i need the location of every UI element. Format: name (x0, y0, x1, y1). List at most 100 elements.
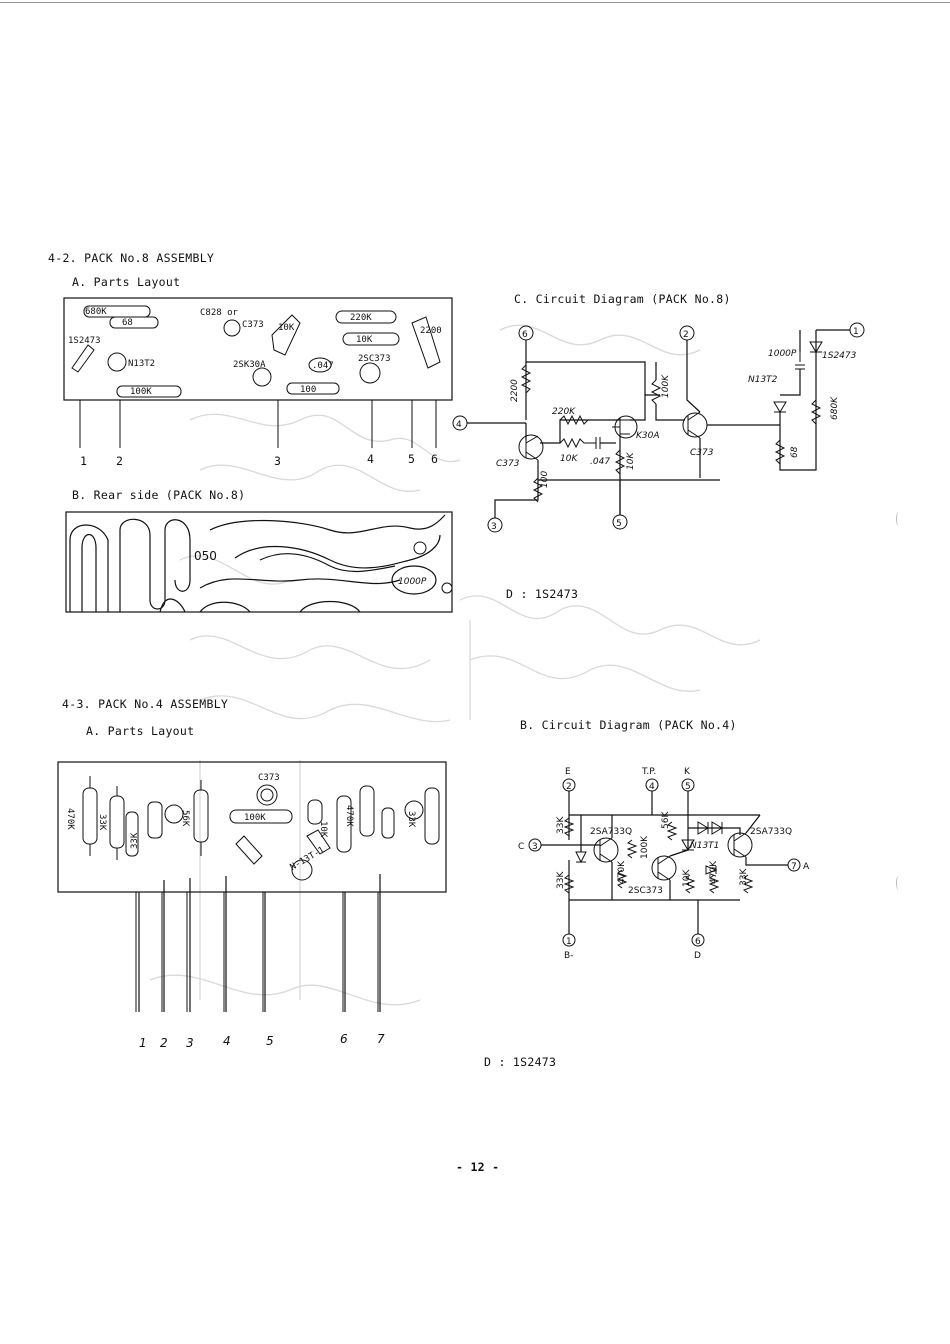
svg-text:100K: 100K (244, 813, 266, 823)
pack8-diode-note: D : 1S2473 (506, 587, 579, 601)
pack4-lead-1: 1 (139, 1036, 147, 1050)
svg-text:1: 1 (566, 937, 572, 947)
pack4-lead-7: 7 (377, 1032, 385, 1046)
svg-text:33K: 33K (739, 868, 749, 886)
svg-text:2SK30A: 2SK30A (233, 360, 266, 370)
svg-text:6: 6 (695, 937, 701, 947)
svg-text:.047: .047 (312, 361, 334, 371)
svg-text:1S2473: 1S2473 (68, 336, 101, 346)
svg-text:68: 68 (122, 318, 133, 328)
svg-text:470K: 470K (344, 805, 354, 827)
pack4-circuit-title: B. Circuit Diagram (PACK No.4) (520, 718, 737, 732)
pack8-lead-6: 6 (431, 452, 439, 466)
svg-text:10K: 10K (356, 335, 373, 345)
svg-text:E: E (565, 767, 571, 777)
svg-text:33K: 33K (556, 816, 566, 834)
svg-text:2SA733Q: 2SA733Q (590, 827, 632, 837)
svg-text:100K: 100K (661, 374, 671, 398)
svg-text:100: 100 (540, 471, 550, 488)
pack8-section-title: 4-2. PACK No.8 ASSEMBLY (48, 251, 215, 265)
svg-text:K30A: K30A (636, 431, 660, 441)
pack8-lead-3: 3 (274, 454, 282, 468)
svg-text:1000P: 1000P (768, 349, 797, 359)
svg-text:C373: C373 (242, 320, 264, 330)
svg-text:56K: 56K (180, 810, 190, 827)
svg-text:220K: 220K (552, 407, 576, 417)
svg-text:33K: 33K (130, 832, 140, 849)
svg-text:C373: C373 (258, 773, 280, 783)
svg-text:C: C (518, 842, 524, 852)
svg-text:680K: 680K (85, 307, 107, 317)
svg-text:C828 or: C828 or (200, 308, 239, 318)
svg-text:A: A (803, 862, 810, 872)
header-rule (0, 2, 950, 3)
svg-text:1S2473: 1S2473 (822, 351, 857, 361)
pack8-lead-4: 4 (367, 452, 375, 466)
svg-text:4: 4 (456, 420, 462, 430)
right-margin-mark (896, 512, 901, 526)
pack4-lead-6: 6 (340, 1032, 348, 1046)
svg-text:10K: 10K (560, 454, 578, 464)
svg-text:33K: 33K (97, 814, 107, 831)
svg-text:470K: 470K (617, 860, 627, 884)
svg-text:100: 100 (300, 385, 316, 395)
svg-text:B-: B- (564, 951, 573, 961)
svg-text:220K: 220K (350, 313, 372, 323)
pack4-lead-3: 3 (186, 1036, 194, 1050)
pack4-lead-5: 5 (266, 1034, 274, 1048)
page-number: - 12 - (456, 1160, 500, 1174)
pack4-diode-note: D : 1S2473 (484, 1055, 557, 1069)
svg-text:050: 050 (194, 549, 217, 563)
svg-text:33K: 33K (556, 871, 566, 889)
pack8-circuit-title: C. Circuit Diagram (PACK No.8) (514, 292, 731, 306)
svg-text:K: K (684, 767, 691, 777)
svg-text:2: 2 (683, 330, 689, 340)
pack8-lead-2: 2 (116, 454, 124, 468)
svg-text:4: 4 (649, 782, 655, 792)
svg-text:680K: 680K (830, 396, 840, 420)
svg-text:100K: 100K (640, 835, 650, 859)
svg-text:2200: 2200 (420, 326, 442, 336)
pack4-parts-layout-title: A. Parts Layout (86, 724, 195, 738)
svg-text:.047: .047 (590, 457, 610, 467)
svg-text:6: 6 (522, 330, 528, 340)
svg-text:5: 5 (616, 519, 622, 529)
svg-text:10K: 10K (278, 323, 295, 333)
svg-text:2SA733Q: 2SA733Q (750, 827, 792, 837)
svg-text:2: 2 (566, 782, 572, 792)
svg-text:1000P: 1000P (398, 577, 427, 587)
pack8-lead-1: 1 (80, 454, 88, 468)
pack4-section-title: 4-3. PACK No.4 ASSEMBLY (62, 697, 229, 711)
svg-text:56K: 56K (661, 811, 671, 829)
svg-text:2SC373: 2SC373 (628, 886, 663, 896)
pack8-lead-5: 5 (408, 452, 416, 466)
svg-text:5: 5 (685, 782, 691, 792)
svg-text:N13T1: N13T1 (690, 841, 719, 851)
svg-text:3: 3 (491, 522, 497, 532)
pack4-lead-4: 4 (223, 1034, 231, 1048)
svg-text:N13T2: N13T2 (128, 359, 155, 369)
pack8-rear-side-title: B. Rear side (PACK No.8) (72, 488, 246, 502)
svg-text:C373: C373 (496, 459, 520, 469)
svg-text:7: 7 (791, 862, 797, 872)
svg-text:D: D (694, 951, 701, 961)
svg-text:33K: 33K (406, 811, 416, 828)
right-margin-mark (896, 876, 901, 890)
svg-text:10K: 10K (682, 869, 692, 887)
svg-text:10K: 10K (318, 821, 328, 838)
svg-text:470K: 470K (65, 808, 75, 830)
svg-text:100K: 100K (130, 387, 152, 397)
svg-text:10K: 10K (626, 452, 636, 470)
svg-text:N13T2: N13T2 (748, 375, 778, 385)
pack8-parts-layout-title: A. Parts Layout (72, 275, 181, 289)
svg-text:3: 3 (532, 842, 538, 852)
svg-text:2200: 2200 (510, 379, 520, 402)
svg-text:C373: C373 (690, 448, 714, 458)
svg-text:68: 68 (790, 446, 800, 458)
svg-text:T.P.: T.P. (641, 767, 656, 777)
